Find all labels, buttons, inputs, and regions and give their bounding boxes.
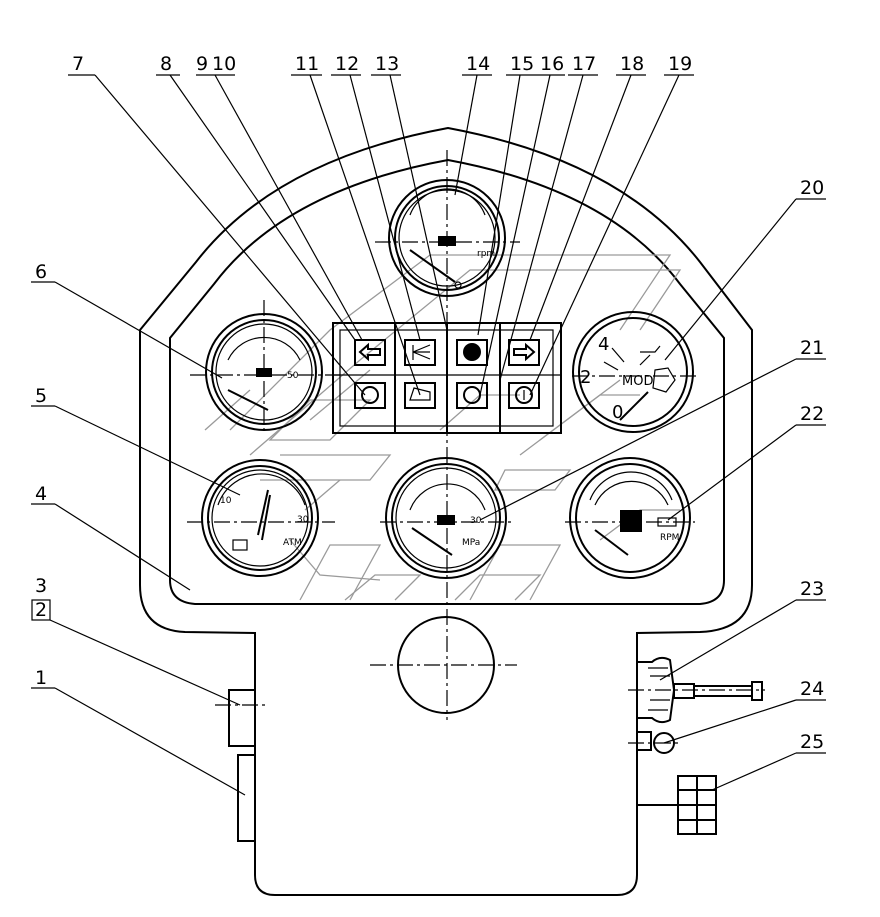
fuel-unit: RPM [660, 533, 679, 543]
oil-unit: MOD [622, 374, 653, 389]
label-15: 15 [510, 53, 534, 75]
label-5: 5 [35, 385, 47, 407]
right-lower-gauge: RPM [565, 457, 695, 579]
label-20: 20 [800, 177, 824, 199]
label-13: 13 [375, 53, 399, 75]
label-7: 7 [72, 53, 84, 75]
right-key-switch [628, 731, 680, 754]
left-upper-gauge: 50 [190, 300, 340, 431]
label-24: 24 [800, 678, 824, 700]
right-fuse-box [637, 775, 717, 835]
tachometer-gauge: rpm [375, 179, 520, 297]
svg-text:10: 10 [220, 496, 232, 506]
oil-tick-2: 2 [580, 367, 591, 388]
oil-tick-0: 0 [612, 402, 623, 423]
label-3: 3 [35, 575, 47, 597]
steering-column [370, 616, 517, 714]
callout-labels: 1 2 3 4 5 6 7 8 9 10 11 12 13 14 15 16 [31, 53, 826, 796]
label-23: 23 [800, 578, 824, 600]
svg-text:50: 50 [287, 371, 299, 381]
left-lower-gauge: ATM 10 30 [187, 459, 335, 577]
svg-text:rpm: rpm [477, 249, 495, 259]
temp-unit: MPa [462, 538, 480, 548]
label-9: 9 [196, 53, 208, 75]
svg-text:30: 30 [470, 516, 482, 526]
panel-inner-outline [169, 158, 725, 605]
label-12: 12 [335, 53, 359, 75]
label-14: 14 [466, 53, 490, 75]
oil-tick-4: 4 [598, 334, 609, 355]
left-socket [228, 689, 256, 747]
indicator-lamp-block [332, 322, 562, 434]
centre-lower-gauge: 30 MPa [380, 457, 515, 579]
svg-text:30: 30 [297, 515, 309, 525]
label-16: 16 [540, 53, 564, 75]
right-upper-gauge: 4 2 0 MOD [572, 311, 700, 433]
label-1: 1 [35, 667, 47, 689]
label-21: 21 [800, 337, 824, 359]
right-switch-stalk [628, 656, 765, 724]
label-11: 11 [295, 53, 319, 75]
label-10: 10 [212, 53, 236, 75]
label-4: 4 [35, 483, 47, 505]
left-plug [237, 754, 256, 842]
label-25: 25 [800, 731, 824, 753]
label-6: 6 [35, 261, 47, 283]
label-2: 2 [35, 599, 47, 621]
panel-outer-outline [139, 126, 753, 896]
label-18: 18 [620, 53, 644, 75]
label-22: 22 [800, 403, 824, 425]
label-19: 19 [668, 53, 692, 75]
air-unit: ATM [283, 538, 302, 548]
label-17: 17 [572, 53, 596, 75]
label-8: 8 [160, 53, 172, 75]
